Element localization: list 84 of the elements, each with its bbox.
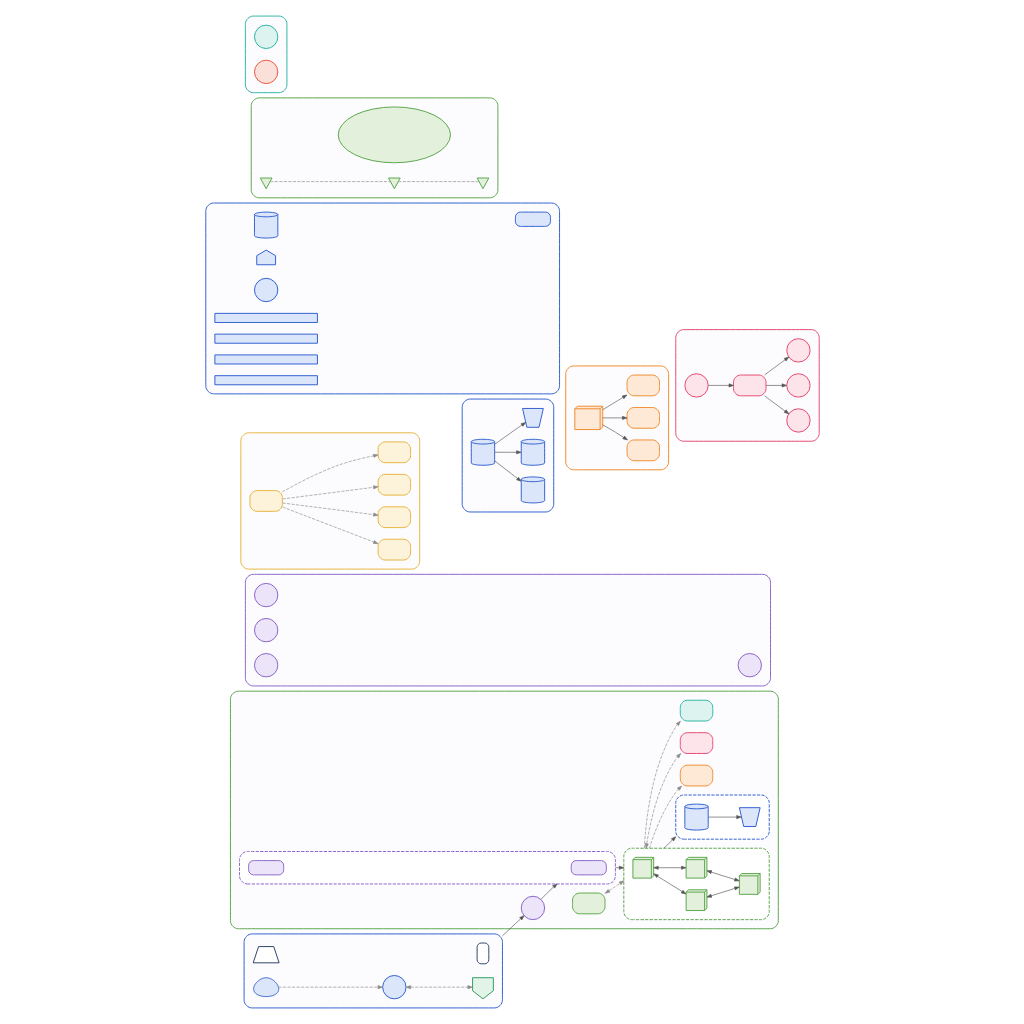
- arrow: [493, 422, 526, 445]
- cluster: [622, 847, 770, 921]
- node-box: [248, 490, 283, 512]
- arrow: [706, 886, 740, 898]
- arrow: [707, 815, 742, 819]
- node-circle: [253, 277, 278, 303]
- node-bar: [213, 354, 318, 365]
- node-box: [377, 441, 411, 464]
- node-circle: [253, 653, 278, 678]
- arrow: [644, 753, 681, 849]
- node-box: [377, 538, 411, 561]
- cluster: [229, 690, 779, 930]
- arrow: [643, 720, 681, 849]
- arrow: [501, 915, 524, 937]
- node-box: [679, 764, 713, 787]
- arrow: [648, 785, 682, 849]
- node-box: [679, 699, 713, 722]
- node-box: [377, 506, 411, 529]
- node-box: [626, 374, 660, 397]
- node-pin: [387, 177, 401, 190]
- node-person: [252, 977, 279, 998]
- cluster: [243, 933, 503, 1009]
- arrow: [652, 865, 686, 870]
- cluster: [674, 329, 820, 442]
- node-box: [679, 732, 713, 754]
- arrow: [540, 883, 557, 900]
- arrow: [493, 460, 521, 482]
- cluster: [250, 97, 498, 199]
- arrow: [601, 424, 628, 441]
- arrow: [602, 394, 627, 410]
- node-circle: [785, 373, 811, 398]
- arrow: [281, 502, 378, 517]
- arrow: [663, 836, 676, 849]
- arrow: [281, 485, 378, 500]
- node-bucket: [738, 807, 761, 827]
- node-box: [626, 439, 660, 462]
- cluster: [461, 398, 554, 513]
- node-circle: [737, 653, 762, 678]
- connector: [397, 181, 479, 182]
- arrow: [277, 985, 383, 990]
- node-server: [570, 860, 607, 876]
- node-bar: [213, 375, 318, 386]
- node-box: [377, 473, 411, 496]
- arrow: [602, 415, 627, 420]
- node-gauge: [255, 249, 276, 266]
- node-server: [514, 211, 551, 227]
- arrow: [614, 865, 624, 870]
- node-circle: [253, 24, 278, 49]
- arrow: [707, 383, 734, 388]
- cluster: [239, 432, 420, 570]
- cluster: [564, 365, 669, 471]
- node-bar: [213, 333, 318, 344]
- node-circle: [683, 373, 709, 398]
- node-circle: [381, 975, 407, 1000]
- node-pin: [259, 177, 272, 190]
- node-bar: [213, 312, 318, 323]
- cluster: [244, 15, 287, 94]
- node-shield: [471, 977, 494, 1000]
- arrow: [493, 450, 521, 455]
- arrow: [281, 453, 378, 493]
- node-phone: [476, 942, 489, 965]
- arrow: [405, 985, 473, 990]
- node-box: [732, 374, 766, 397]
- arrow: [763, 395, 789, 415]
- node-server: [247, 860, 284, 876]
- arrow: [765, 383, 787, 388]
- node-box: [571, 892, 605, 915]
- cluster: [238, 851, 616, 885]
- node-circle: [253, 582, 278, 608]
- node-map: [337, 106, 451, 164]
- cluster: [204, 202, 560, 395]
- node-laptop: [252, 946, 280, 964]
- node-circle: [253, 617, 278, 643]
- arrow: [281, 506, 378, 544]
- arrow: [706, 870, 740, 882]
- arrow: [763, 356, 789, 376]
- cluster: [674, 794, 770, 840]
- cluster: [244, 573, 771, 687]
- arrow: [604, 880, 624, 894]
- node-circle: [253, 59, 278, 85]
- node-box: [626, 407, 660, 429]
- connector: [269, 181, 391, 182]
- arrow: [652, 873, 686, 895]
- node-pin: [476, 177, 489, 190]
